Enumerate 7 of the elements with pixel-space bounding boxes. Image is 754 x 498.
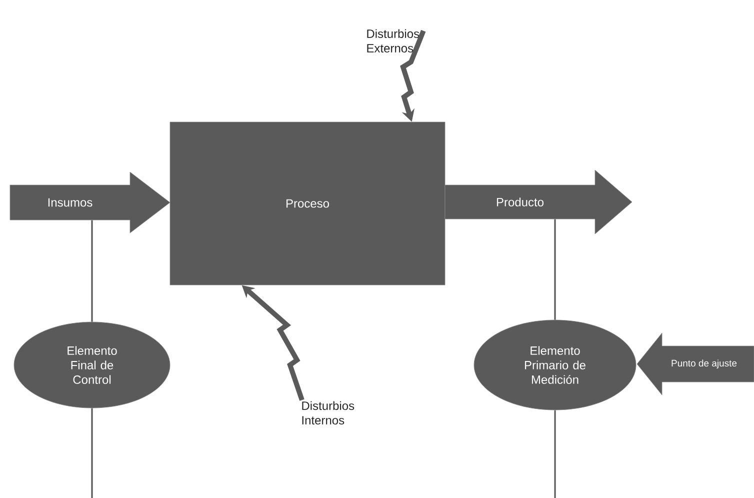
- connector-line: [554, 410, 556, 498]
- text-label: Disturbios Externos: [367, 29, 420, 52]
- connector-line: [554, 219, 556, 320]
- process-box: Proceso: [170, 122, 446, 286]
- connector-line: [91, 408, 93, 498]
- connector-line: [91, 220, 93, 322]
- text-label: Disturbios Internos: [302, 401, 354, 424]
